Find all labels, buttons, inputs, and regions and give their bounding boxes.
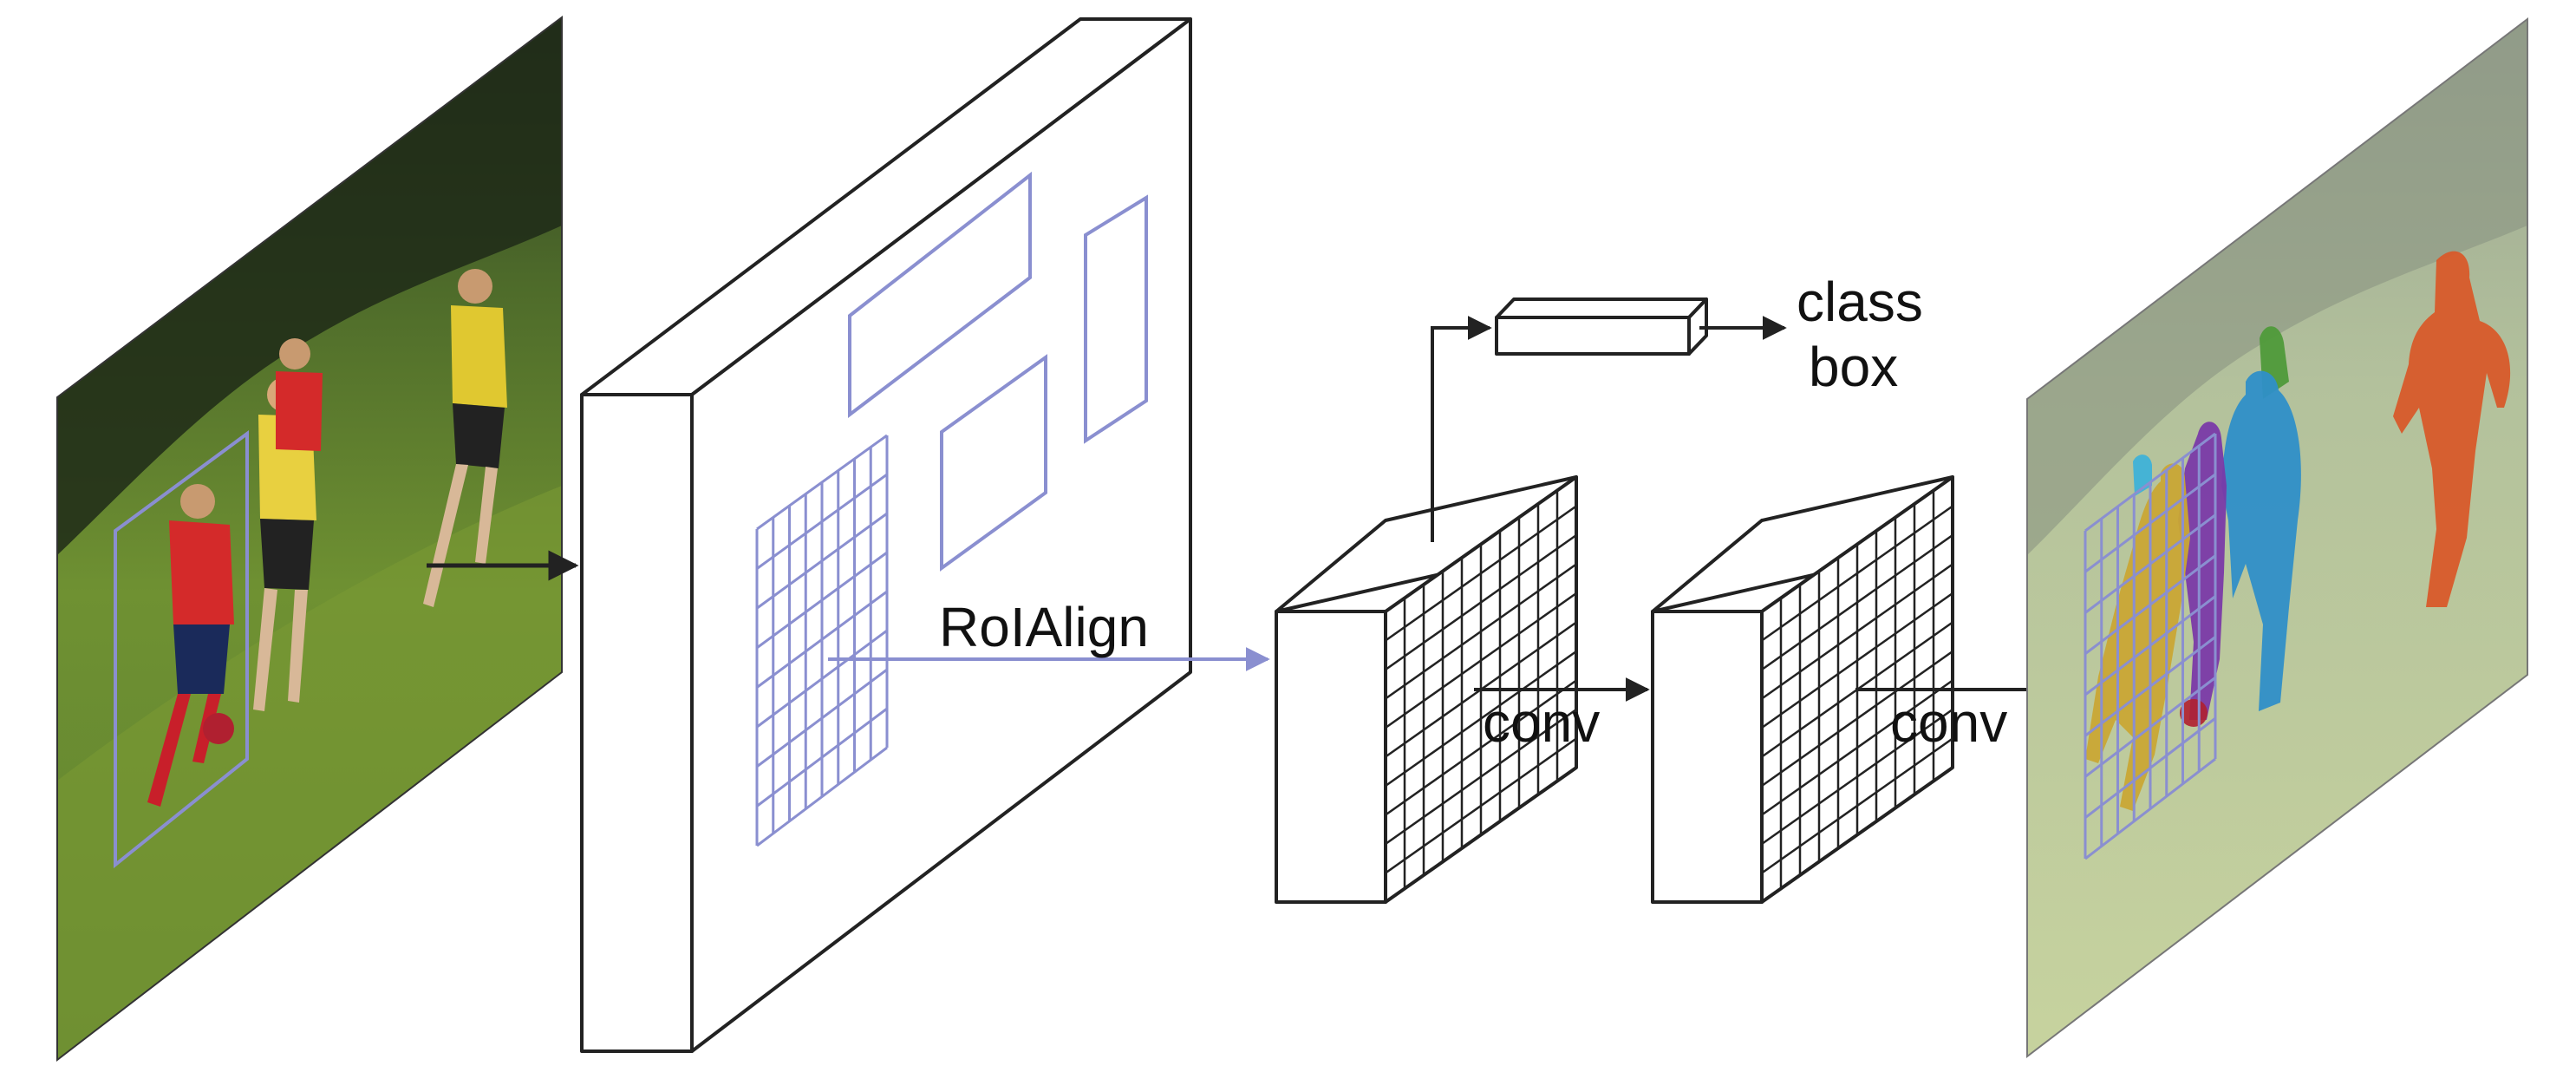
player-right: [423, 269, 507, 607]
grid-line-horizontal: [1761, 766, 1953, 904]
grid-line-horizontal: [2084, 677, 2216, 778]
roi-box-2: [1084, 194, 1148, 444]
player-red-front: [147, 484, 234, 807]
grid-line-horizontal: [756, 668, 888, 768]
input-image: [56, 15, 563, 1063]
player-red-back: [276, 338, 323, 451]
mask-blue: [2221, 370, 2301, 711]
grid-line-horizontal: [1385, 650, 1577, 788]
grid-line-horizontal: [1761, 708, 1953, 846]
output-image: [2026, 16, 2528, 1059]
branch-arrow: [1431, 316, 1492, 542]
roi-box-1: [848, 171, 1032, 419]
grid-line-horizontal: [2084, 595, 2216, 696]
mask-orange: [2393, 251, 2511, 607]
box-label: box: [1809, 336, 1898, 398]
grid-line-horizontal: [756, 590, 888, 689]
grid-line-horizontal: [1385, 766, 1577, 904]
grid-line-horizontal: [756, 746, 888, 847]
head-feature-1: [1275, 475, 1578, 904]
grid-line-horizontal: [1761, 650, 1953, 788]
output-mask-grid: [2084, 432, 2217, 860]
grid-line-horizontal: [1761, 737, 1953, 874]
input-roi-box: [114, 430, 249, 869]
fc-box: [1495, 298, 1708, 356]
grid-line-horizontal: [1385, 737, 1577, 874]
feature-map: [580, 17, 1192, 1053]
grid-line-horizontal: [756, 707, 888, 808]
grid-line-horizontal: [1385, 679, 1577, 816]
grid-line-horizontal: [2084, 757, 2216, 860]
conv-label-2: conv: [1890, 691, 2007, 754]
class-label: class: [1797, 271, 1923, 333]
roi-align-label: RoIAlign: [939, 596, 1149, 658]
roi-box-3: [940, 354, 1047, 572]
grid-line-horizontal: [756, 629, 888, 729]
roi-align-grid: [755, 434, 889, 847]
conv-label-1: conv: [1483, 691, 1600, 754]
grid-line-horizontal: [2084, 636, 2216, 737]
grid-line-horizontal: [1761, 679, 1953, 816]
mask-yellow: [2085, 463, 2190, 811]
grid-line-horizontal: [1385, 708, 1577, 846]
grid-line-horizontal: [2084, 716, 2216, 819]
